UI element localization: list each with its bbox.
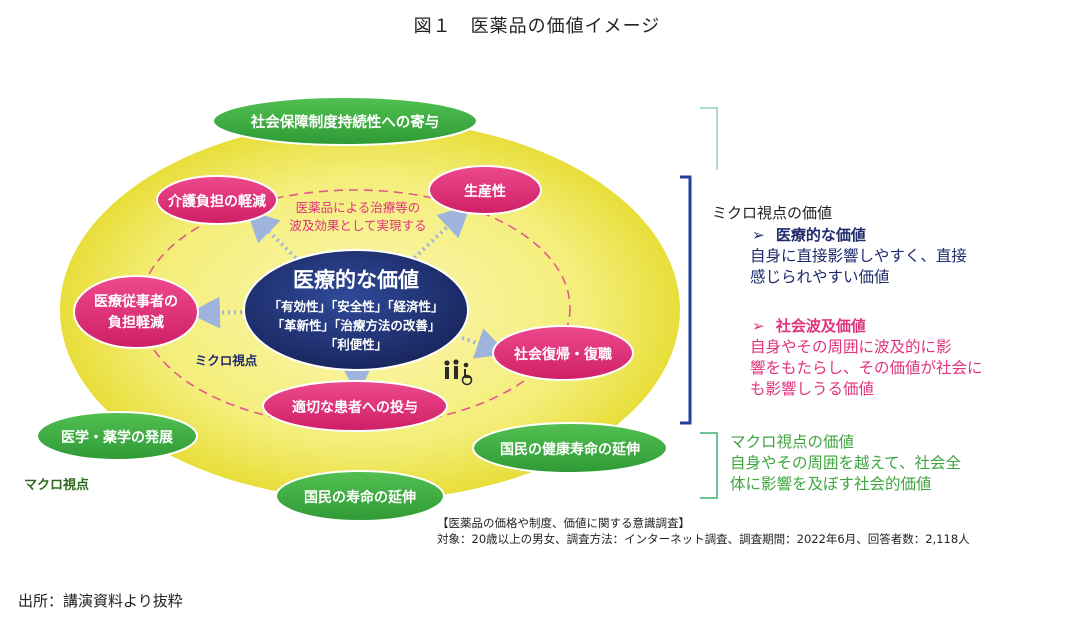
node-administration-label: 適切な患者への投与: [292, 399, 418, 416]
medical-value-desc: 自身に直接影響しやすく、直接 感じられやすい価値: [750, 246, 967, 288]
micro-label: ミクロ視点: [195, 353, 258, 368]
macro-value-heading: マクロ視点の価値: [730, 433, 855, 451]
node-staff-burden-label-1: 医療従事者の: [94, 293, 178, 310]
bracket-micro: [680, 175, 692, 425]
node-care-burden-label: 介護負担の軽減: [167, 193, 266, 210]
medical-desc-line-1: 自身に直接影響しやすく、直接: [750, 247, 967, 265]
ripple-arrows: [188, 204, 509, 396]
node-return-work: [492, 325, 634, 381]
macro-desc-line-1: 自身やその周囲を越えて、社会全: [730, 454, 961, 472]
node-productivity: [428, 165, 542, 215]
macro-value-block: マクロ視点の価値 自身やその周囲を越えて、社会全 体に影響を及ぼす社会的価値: [730, 432, 961, 495]
social-value-label: 社会波及価値: [775, 317, 866, 335]
micro-ellipse: [139, 189, 571, 427]
node-healthy-life-label: 国民の健康寿命の延伸: [500, 441, 640, 458]
ripple-note-2: 波及効果として実現する: [289, 218, 426, 233]
people-with-wheelchair-icon: [444, 359, 473, 386]
social-value-bullet: ➢ 社会波及価値: [752, 315, 866, 336]
macro-desc-line-2: 体に影響を及ぼす社会的価値: [730, 475, 932, 493]
macro-label: マクロ視点: [24, 477, 89, 493]
survey-line-1: 【医薬品の価格や制度、価値に関する意識調査】: [437, 516, 690, 530]
survey-note: 【医薬品の価格や制度、価値に関する意識調査】 対象：20歳以上の男女、調査方法：…: [437, 515, 970, 547]
node-care-burden: [156, 175, 278, 225]
bullet-arrow-icon: ➢: [752, 226, 765, 244]
source-note: 出所：講演資料より抜粋: [18, 592, 183, 610]
bracket-top: [700, 107, 718, 170]
bullet-arrow-icon: ➢: [752, 317, 765, 335]
medical-value-label: 医療的な価値: [775, 226, 866, 244]
node-staff-burden-label-2: 負担軽減: [108, 314, 164, 331]
node-longevity: [275, 470, 445, 522]
node-staff-burden: [73, 275, 199, 349]
center-line-3: 「利便性」: [325, 337, 388, 352]
node-return-work-label: 社会復帰・復職: [513, 346, 612, 363]
center-line-1: 「有効性」「安全性」「経済性」: [268, 299, 443, 314]
social-value-desc: 自身やその周囲に波及的に影 響をもたらし、その価値が社会に も影響しうる価値: [750, 337, 983, 400]
node-administration: [262, 380, 448, 432]
medical-desc-line-2: 感じられやすい価値: [750, 268, 890, 286]
social-desc-line-1: 自身やその周囲に波及的に影: [750, 338, 952, 356]
center-medical-value: [243, 249, 469, 371]
node-longevity-label: 国民の寿命の延伸: [304, 489, 416, 506]
micro-value-heading: ミクロ視点の価値: [712, 204, 833, 222]
figure-title: 図１ 医薬品の価値イメージ: [413, 16, 661, 37]
ripple-note-1: 医薬品による治療等の: [296, 200, 421, 215]
social-desc-line-3: も影響しうる価値: [750, 380, 875, 398]
node-science: [36, 411, 198, 461]
medical-value-bullet: ➢ 医療的な価値: [752, 224, 866, 245]
node-social-security-label: 社会保障制度持続性への寄与: [250, 113, 440, 131]
center-line-2: 「革新性」「治療方法の改善」: [272, 318, 441, 333]
bracket-macro: [700, 432, 718, 499]
survey-line-2: 対象：20歳以上の男女、調査方法：インターネット調査、調査期間：2022年6月、…: [437, 532, 970, 546]
node-science-label: 医学・薬学の発展: [61, 429, 173, 446]
node-social-security: [212, 96, 478, 146]
center-title: 医療的な価値: [293, 268, 419, 292]
social-desc-line-2: 響をもたらし、その価値が社会に: [750, 359, 983, 377]
node-productivity-label: 生産性: [464, 183, 506, 200]
node-healthy-life: [472, 422, 668, 474]
